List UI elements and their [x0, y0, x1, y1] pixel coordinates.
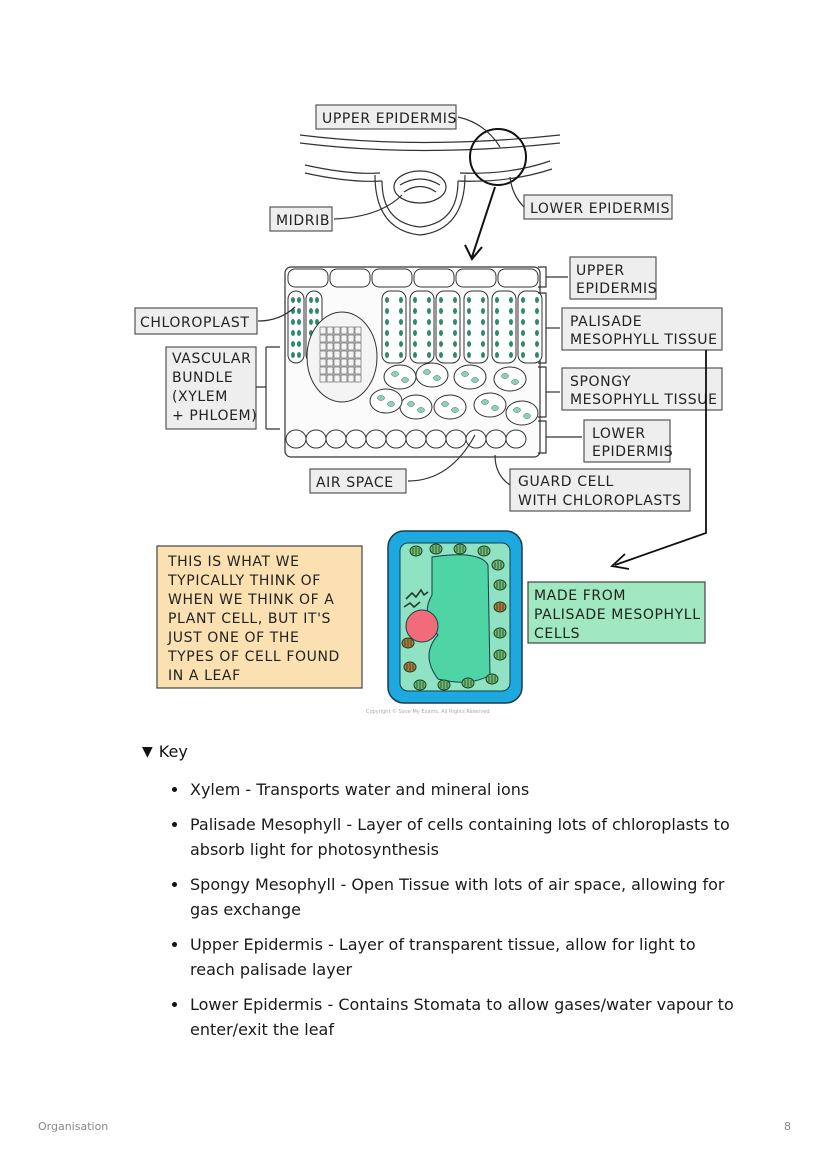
label-chloroplast: CHLOROPLAST [134, 306, 296, 335]
svg-text:VASCULAR: VASCULAR [172, 351, 251, 367]
leaf-tissue-block [284, 266, 543, 458]
leaf-structure-diagram: UPPER EPIDERMIS MIDRIB LOWER EPIDERMIS [120, 95, 740, 720]
svg-text:MADE FROM: MADE FROM [534, 588, 626, 604]
label-upper-epidermis-top: UPPER EPIDERMIS [315, 104, 501, 148]
leaf-diagram-svg: UPPER EPIDERMIS MIDRIB LOWER EPIDERMIS [134, 104, 723, 715]
palisade-arrow [614, 350, 707, 566]
svg-text:WHEN WE THINK OF A: WHEN WE THINK OF A [168, 592, 335, 608]
label-guard-cell: GUARD CELL WITH CHLOROPLASTS [494, 454, 691, 512]
label-lower-epidermis: LOWER EPIDERMIS [583, 419, 673, 463]
key-item-palisade-mesophyll: Palisade Mesophyll - Layer of cells cont… [172, 812, 742, 862]
svg-text:BUNDLE: BUNDLE [172, 370, 233, 386]
key-toggle[interactable]: ▼ Key [142, 742, 742, 761]
label-vascular-bundle: VASCULAR BUNDLE (XYLEM + PHLOEM) [165, 346, 280, 430]
svg-text:LOWER: LOWER [592, 426, 646, 442]
made-from-box: MADE FROM PALISADE MESOPHYLL CELLS [527, 581, 706, 644]
svg-text:LOWER EPIDERMIS: LOWER EPIDERMIS [530, 201, 670, 217]
label-midrib: MIDRIB [269, 194, 403, 232]
key-item-lower-epidermis: Lower Epidermis - Contains Stomata to al… [172, 992, 742, 1042]
key-title: Key [158, 742, 188, 761]
label-upper-epidermis: UPPER EPIDERMIS [569, 256, 657, 300]
label-lower-epidermis-top: LOWER EPIDERMIS [509, 176, 673, 220]
triangle-down-icon[interactable]: ▼ [142, 743, 153, 760]
leaf-outline [299, 128, 561, 236]
key-item-upper-epidermis: Upper Epidermis - Layer of transparent t… [172, 932, 742, 982]
svg-text:MESOPHYLL TISSUE: MESOPHYLL TISSUE [570, 392, 718, 408]
svg-text:CELLS: CELLS [534, 626, 580, 642]
svg-text:IN A LEAF: IN A LEAF [168, 668, 241, 684]
label-spongy-mesophyll: SPONGY MESOPHYLL TISSUE [561, 367, 723, 411]
svg-text:UPPER: UPPER [576, 263, 625, 279]
footer-section-name: Organisation [38, 1120, 109, 1133]
svg-text:EPIDERMIS: EPIDERMIS [576, 281, 657, 297]
svg-text:PALISADE MESOPHYLL: PALISADE MESOPHYLL [534, 607, 701, 623]
svg-text:UPPER EPIDERMIS: UPPER EPIDERMIS [322, 111, 457, 127]
svg-text:TYPES OF CELL FOUND: TYPES OF CELL FOUND [167, 649, 340, 665]
key-item-xylem: Xylem - Transports water and mineral ion… [172, 777, 742, 802]
svg-text:MESOPHYLL TISSUE: MESOPHYLL TISSUE [570, 332, 718, 348]
svg-text:(XYLEM: (XYLEM [172, 389, 228, 405]
zoom-arrow [471, 186, 496, 258]
label-palisade-mesophyll: PALISADE MESOPHYLL TISSUE [561, 307, 723, 351]
note-box: THIS IS WHAT WE TYPICALLY THINK OF WHEN … [156, 545, 363, 689]
svg-text:TYPICALLY THINK OF: TYPICALLY THINK OF [167, 573, 321, 589]
svg-text:SPONGY: SPONGY [570, 374, 631, 390]
svg-text:JUST ONE OF THE: JUST ONE OF THE [167, 630, 300, 646]
svg-text:MIDRIB: MIDRIB [276, 213, 330, 229]
key-item-spongy-mesophyll: Spongy Mesophyll - Open Tissue with lots… [172, 872, 742, 922]
svg-text:PALISADE: PALISADE [570, 314, 642, 330]
svg-text:+ PHLOEM): + PHLOEM) [172, 408, 257, 424]
footer-page-number: 8 [784, 1120, 791, 1133]
svg-text:AIR SPACE: AIR SPACE [316, 475, 394, 491]
svg-text:PLANT CELL, BUT IT'S: PLANT CELL, BUT IT'S [168, 611, 331, 627]
svg-text:EPIDERMIS: EPIDERMIS [592, 444, 673, 460]
svg-text:GUARD CELL: GUARD CELL [518, 474, 614, 490]
svg-text:WITH CHLOROPLASTS: WITH CHLOROPLASTS [518, 493, 682, 509]
tissue-brackets [538, 266, 582, 454]
key-list: Xylem - Transports water and mineral ion… [142, 777, 742, 1042]
label-air-space: AIR SPACE [309, 434, 476, 494]
svg-text:Copyright © Save My Exams. All: Copyright © Save My Exams. All Rights Re… [366, 708, 490, 715]
svg-text:CHLOROPLAST: CHLOROPLAST [140, 315, 250, 331]
key-section: ▼ Key Xylem - Transports water and miner… [142, 742, 742, 1052]
palisade-cell-illustration [387, 530, 523, 704]
svg-text:THIS IS WHAT WE: THIS IS WHAT WE [167, 554, 300, 570]
